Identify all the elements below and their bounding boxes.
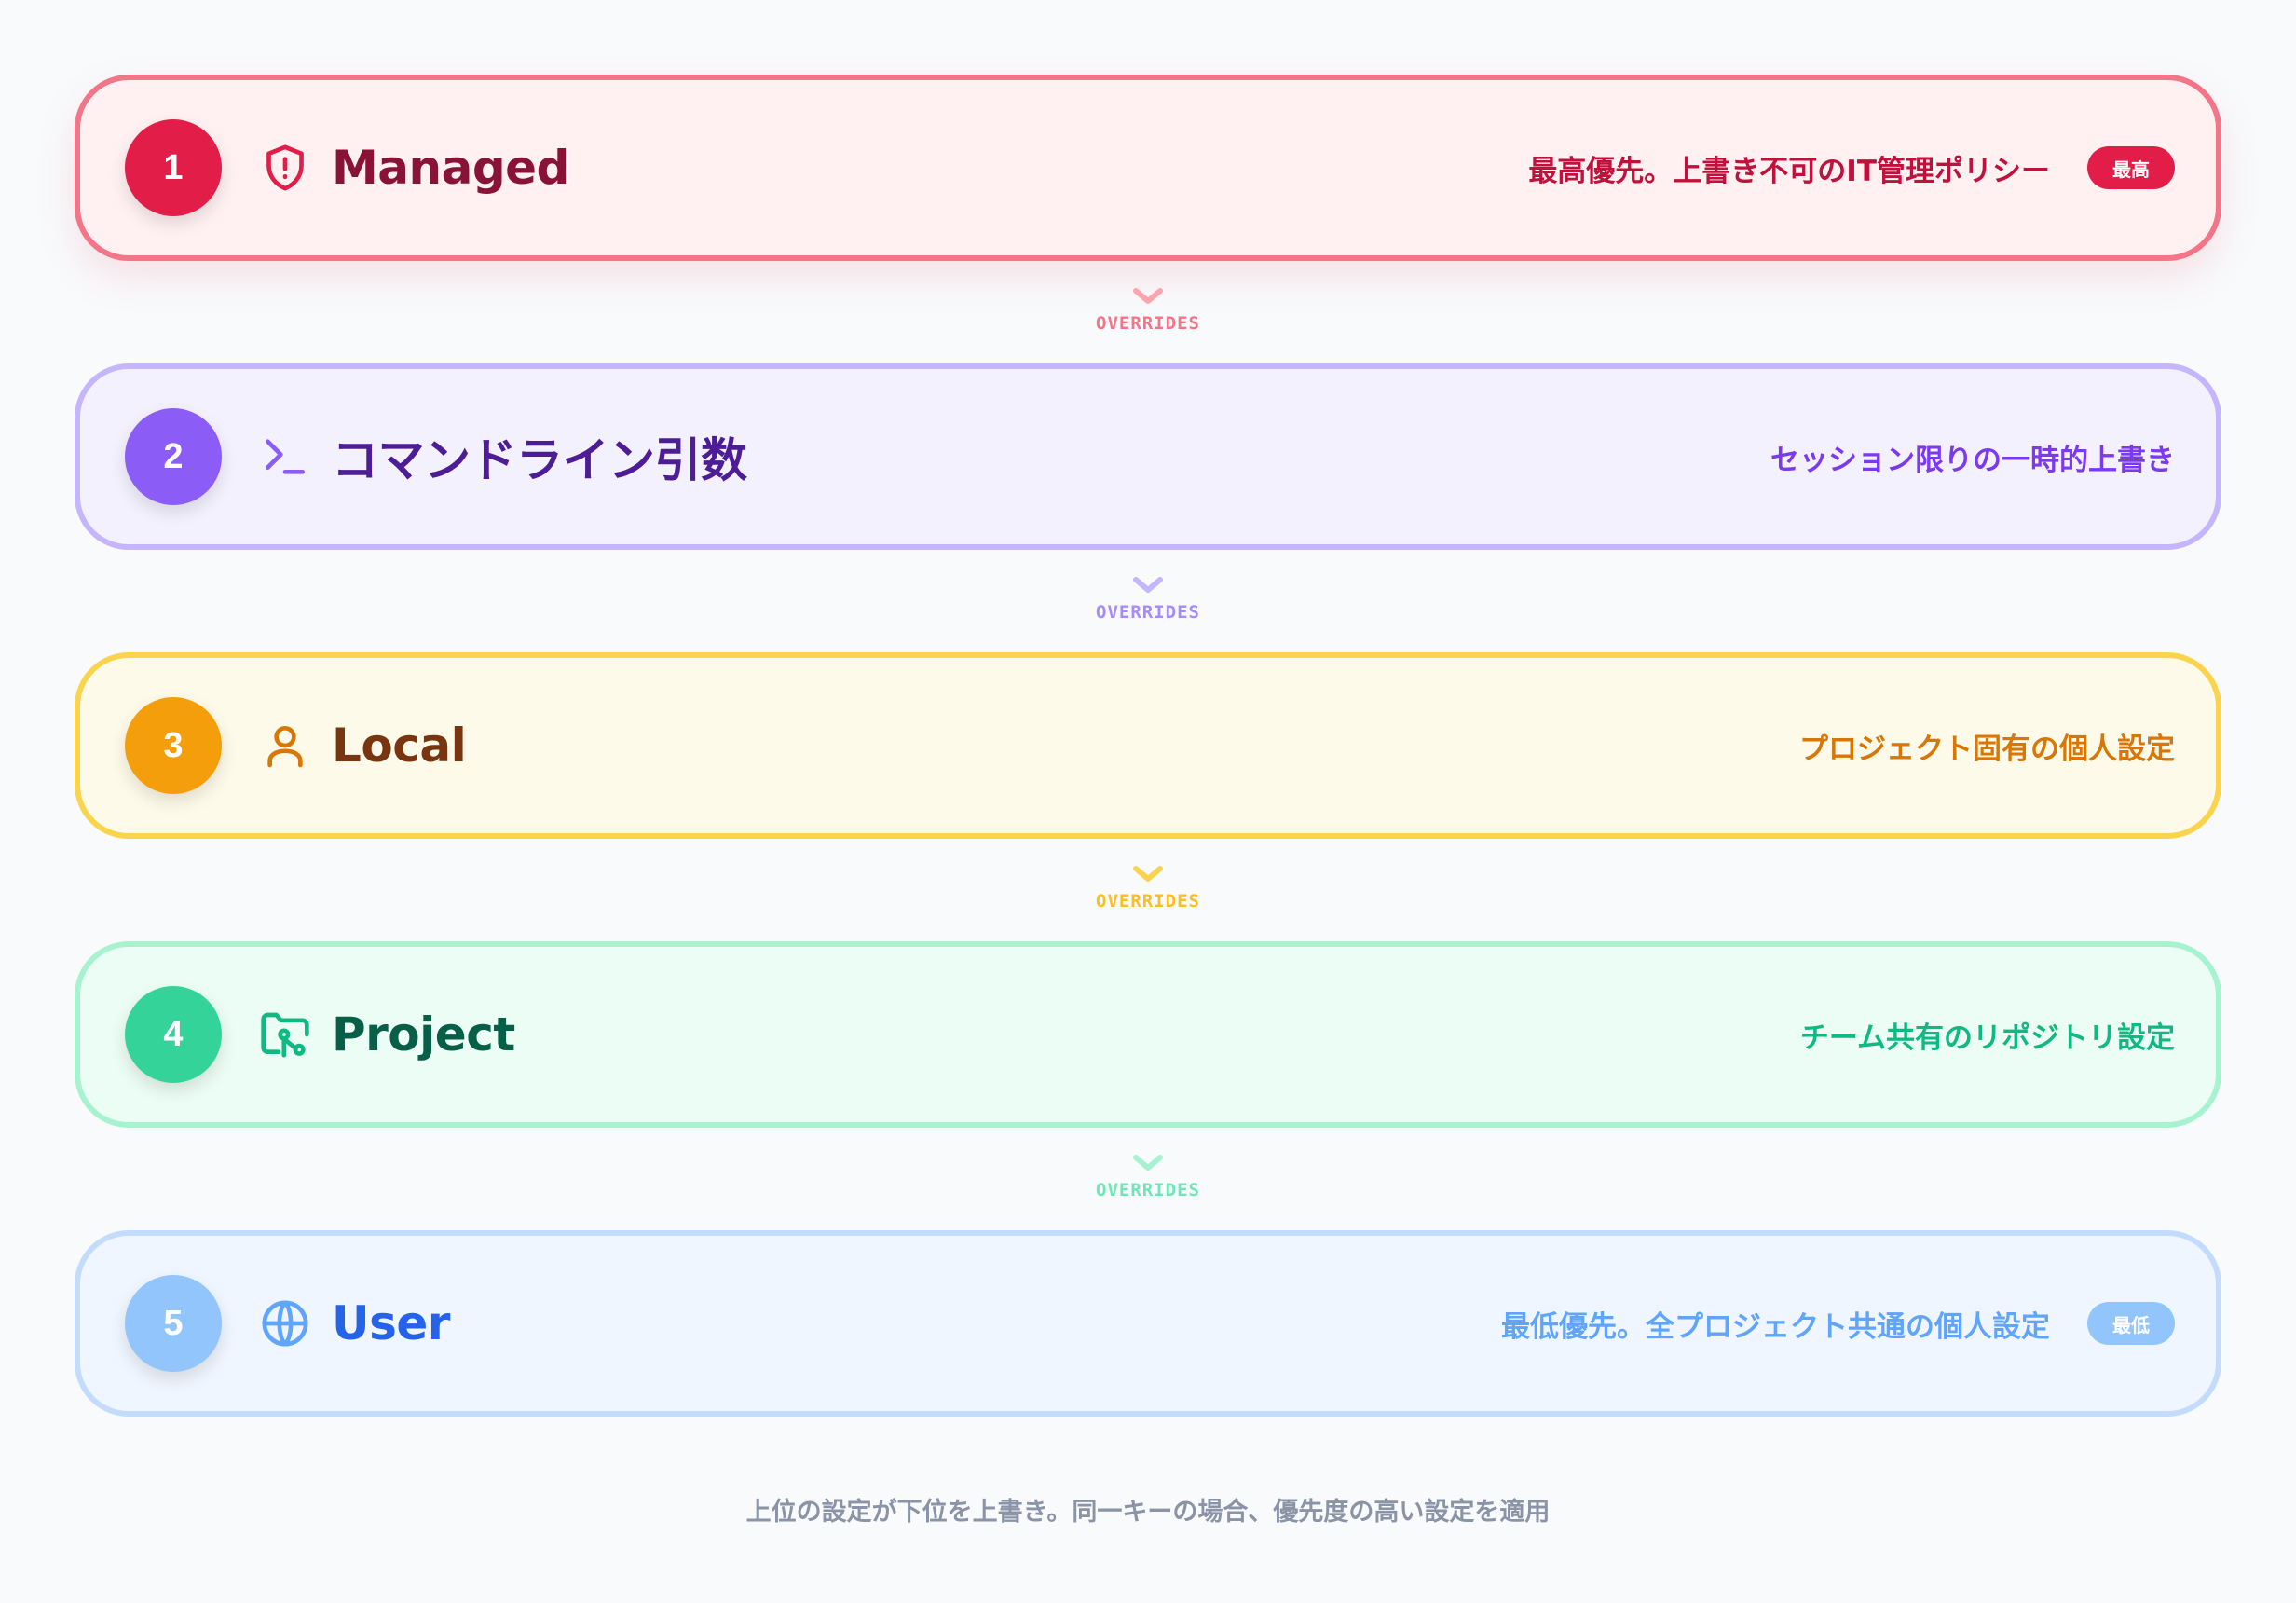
layer-title: コマンドライン引数 <box>332 433 747 487</box>
layer-title: Managed <box>332 141 569 195</box>
priority-badge: 最高 <box>2087 146 2175 189</box>
overrides-connector: OVERRIDES <box>0 1152 2296 1200</box>
priority-number: 4 <box>125 986 222 1083</box>
layer-title: Project <box>332 1007 515 1062</box>
user-icon <box>259 719 311 772</box>
layer-card-user: 5 User 最低優先。全プロジェクト共通の個人設定 最低 <box>75 1230 2221 1417</box>
priority-number: 3 <box>125 697 222 794</box>
overrides-label: OVERRIDES <box>1096 313 1200 334</box>
priority-number: 1 <box>125 119 222 216</box>
folder-git-icon <box>259 1008 311 1061</box>
layer-description: 最高優先。上書き不可のIT管理ポリシー <box>1528 154 2050 188</box>
footer-note: 上位の設定が下位を上書き。同一キーの場合、優先度の高い設定を適用 <box>745 1498 1551 1527</box>
overrides-connector: OVERRIDES <box>0 863 2296 911</box>
layer-description: チーム共有のリポジトリ設定 <box>1799 1021 2175 1055</box>
overrides-label: OVERRIDES <box>1096 891 1200 911</box>
overrides-connector: OVERRIDES <box>0 285 2296 334</box>
layer-description: セッション限りの一時的上書き <box>1770 443 2175 477</box>
layer-card-cli: 2 コマンドライン引数 セッション限りの一時的上書き <box>75 363 2221 550</box>
chevron-down-icon <box>1133 577 1163 593</box>
chevron-down-icon <box>1133 288 1163 304</box>
priority-badge: 最低 <box>2087 1302 2175 1345</box>
overrides-label: OVERRIDES <box>1096 1180 1200 1200</box>
layer-title: Local <box>332 719 467 773</box>
layer-title: User <box>332 1296 450 1350</box>
overrides-connector: OVERRIDES <box>0 574 2296 623</box>
terminal-icon <box>259 431 311 483</box>
layer-description: 最低優先。全プロジェクト共通の個人設定 <box>1501 1309 2050 1344</box>
chevron-down-icon <box>1133 866 1163 882</box>
layer-card-local: 3 Local プロジェクト固有の個人設定 <box>75 652 2221 839</box>
layer-card-project: 4 Project チーム共有のリポジトリ設定 <box>75 941 2221 1128</box>
layer-description: プロジェクト固有の個人設定 <box>1799 732 2175 766</box>
priority-number: 5 <box>125 1275 222 1372</box>
chevron-down-icon <box>1133 1155 1163 1171</box>
layer-card-managed: 1 Managed 最高優先。上書き不可のIT管理ポリシー 最高 <box>75 75 2221 261</box>
shield-alert-icon <box>259 142 311 194</box>
globe-icon <box>259 1297 311 1350</box>
overrides-label: OVERRIDES <box>1096 602 1200 623</box>
priority-number: 2 <box>125 408 222 505</box>
